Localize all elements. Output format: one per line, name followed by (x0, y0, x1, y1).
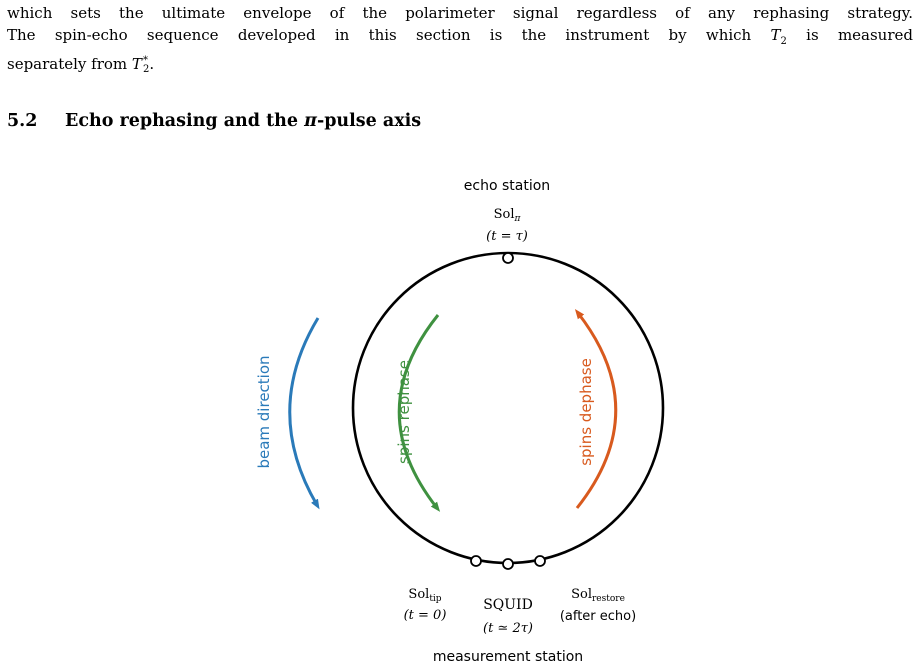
squid-marker (502, 558, 514, 570)
section-heading: 5.2 Echo rephasing and the π-pulse axis (7, 111, 421, 131)
t2-subscript: 2 (780, 36, 787, 47)
beam-direction-arrow (288, 317, 320, 510)
sol-tip-name: Sol (408, 587, 429, 602)
t2star-superscript: * (142, 55, 148, 66)
sol-pi-marker (502, 252, 514, 264)
squid-time: (t ≃ 2τ) (483, 621, 533, 636)
t2star-subscript: 2 (142, 64, 150, 75)
body-paragraph: which sets the ultimate envelope of the … (7, 2, 913, 75)
dephase-arrow (574, 309, 618, 509)
sol-pi-name: Sol (494, 207, 515, 222)
measurement-station-label: measurement station (433, 649, 583, 665)
sol-restore-note: (after echo) (560, 609, 636, 624)
section-number: 5.2 (7, 111, 38, 131)
spins-rephase-label: spins rephase (395, 360, 413, 464)
paragraph-line-3: separately from T*2. (7, 53, 913, 75)
sol-tip-label: Soltip (408, 587, 441, 604)
paragraph-line-2-tail: is measured (786, 26, 913, 44)
t2star-scripts: *2 (142, 55, 150, 75)
section-title-pi: π (304, 111, 317, 131)
section-title-part-2: -pulse axis (316, 111, 422, 131)
sol-pi-time: (t = τ) (486, 229, 528, 244)
paragraph-line-2: The spin-echo sequence developed in this… (7, 24, 913, 53)
echo-station-label: echo station (464, 178, 550, 194)
sol-restore-subscript: restore (592, 594, 625, 604)
sol-tip-time: (t = 0) (404, 608, 447, 623)
t2star-symbol: T (131, 55, 142, 73)
sol-pi-subscript: π (513, 214, 521, 224)
sol-restore-name: Sol (571, 587, 592, 602)
beam-direction-label: beam direction (255, 355, 273, 468)
sol-restore-label: Solrestore (571, 587, 625, 604)
sol-tip-subscript: tip (429, 594, 441, 604)
paragraph-line-3-text: separately from (7, 55, 132, 73)
section-title-part-1: Echo rephasing and the (65, 111, 305, 131)
paragraph-line-3-tail: . (149, 55, 155, 73)
sol-restore-marker (534, 555, 546, 567)
paragraph-line-2-text: The spin-echo sequence developed in this… (7, 26, 771, 44)
squid-label: SQUID (483, 597, 533, 613)
sol-pi-label: Solπ (494, 207, 522, 224)
rephase-arrow (397, 314, 441, 512)
paragraph-line-1: which sets the ultimate envelope of the … (7, 4, 913, 22)
sol-tip-marker (470, 555, 482, 567)
spins-dephase-label: spins dephase (577, 358, 595, 466)
t2-symbol: T (770, 26, 781, 44)
